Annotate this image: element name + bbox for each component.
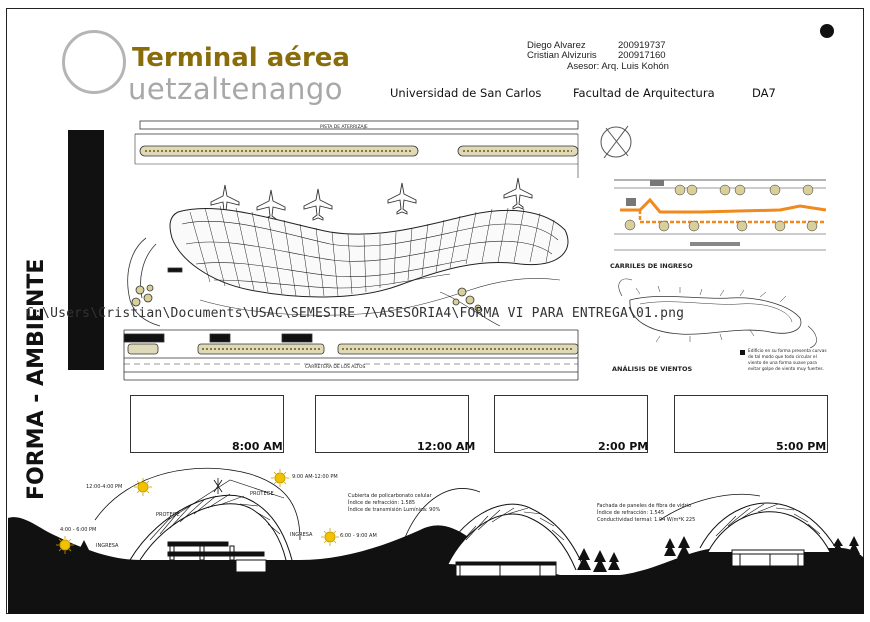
building-section-3 — [699, 502, 837, 567]
time-label-4: 5:00 PM — [776, 440, 827, 453]
protege-label-2: PROTEGE — [250, 491, 274, 497]
landscape-left — [127, 237, 561, 327]
material-note-2-line2: Índice de refracción: 1.545 — [597, 510, 665, 516]
time-box-1 — [130, 395, 284, 453]
sun-label-3: 4:00 - 6:00 PM — [60, 527, 97, 533]
entry-lanes-diagram — [614, 179, 827, 251]
time-label-2: 12:00 AM — [417, 440, 476, 453]
ground-base — [8, 576, 864, 614]
time-box-4 — [674, 395, 828, 453]
sun-label-1: 12:00-4:00 PM — [86, 484, 123, 490]
sun-label-2: 9:00 AM-12:00 PM — [292, 474, 338, 480]
material-note-1-line2: Índice de refracción: 1.585 — [348, 500, 416, 506]
time-label-1: 8:00 AM — [232, 440, 283, 453]
terminal-roof — [169, 205, 569, 298]
sun-label-4: 6:00 - 9:00 AM — [340, 533, 377, 539]
student2-name: Cristian Alvizuris — [527, 50, 597, 61]
title-terminal: Terminal aérea — [132, 43, 350, 73]
student2-id: 200917160 — [618, 50, 666, 61]
ingresa-label-1: INGRESA — [96, 543, 119, 549]
student1-name: Diego Alvarez — [527, 40, 586, 51]
sun-icons — [56, 469, 339, 554]
runway-strip — [134, 120, 579, 178]
sun-path-arcs — [94, 467, 761, 541]
student1-id: 200919737 — [618, 40, 666, 51]
sidebar-bar — [68, 130, 104, 370]
time-box-3 — [494, 395, 648, 453]
advisor: Asesor: Arq. Luis Kohón — [567, 61, 669, 72]
building-section-2 — [439, 503, 585, 577]
corner-dot — [820, 24, 834, 38]
material-note-1-line3: Índice de transmisión Lumínica: 90% — [348, 507, 441, 513]
course-code: DA7 — [752, 86, 776, 100]
runway-label: PISTA DE ATERRIZAJE — [320, 125, 368, 130]
north-arrow-icon — [600, 125, 632, 159]
ingresa-label-2: INGRESA — [290, 532, 313, 538]
material-note-2-line1: Fachada de paneles de fibra de vidrio — [597, 503, 692, 509]
faculty: Facultad de Arquitectura — [573, 86, 715, 100]
trees — [15, 520, 860, 572]
wind-note: Edificio en su forma presenta curvas de … — [748, 349, 827, 372]
airplanes — [210, 177, 533, 222]
entry-lanes-caption: CARRILES DE INGRESO — [610, 262, 693, 270]
file-path-overlay: C:\Users\Cristian\Documents\USAC\SEMESTR… — [26, 306, 685, 321]
material-note-1-line1: Cubierta de policarbonato celular — [348, 493, 432, 499]
parking-road — [123, 329, 579, 381]
wind-analysis-caption: ANÁLISIS DE VIENTOS — [612, 365, 693, 373]
protege-label-1: PROTEGE — [156, 512, 180, 518]
time-label-3: 2:00 PM — [598, 440, 649, 453]
road-label: CARRETERA DE LOS ALTOS — [305, 365, 366, 370]
time-box-2 — [315, 395, 469, 453]
logo-q-ring — [62, 30, 126, 94]
building-section-1 — [129, 479, 293, 573]
title-quetzaltenango: uetzaltenango — [128, 72, 344, 106]
material-note-2-line3: Conductividad termal: 1.04 W/m*K 225 — [597, 517, 696, 523]
university: Universidad de San Carlos — [390, 86, 542, 100]
wind-analysis-diagram — [618, 278, 817, 355]
